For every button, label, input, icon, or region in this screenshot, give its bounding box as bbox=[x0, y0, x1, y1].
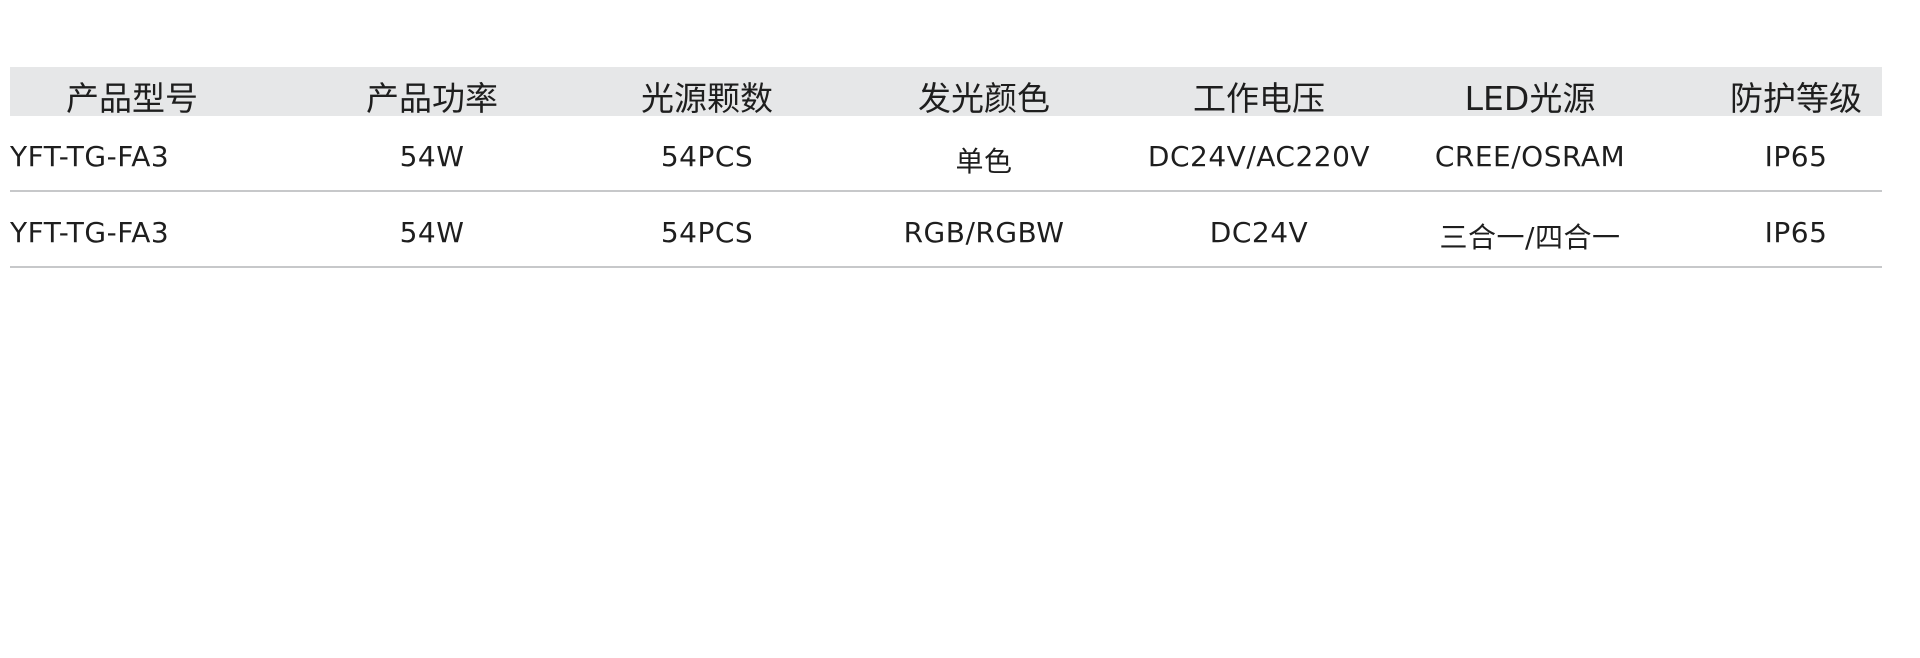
cell-color: RGB/RGBW bbox=[903, 216, 1065, 249]
spec-table: 产品型号 产品功率 光源颗数 发光颜色 工作电压 LED光源 防护等级 YFT-… bbox=[10, 67, 1882, 268]
cell-led-source: 三合一/四合一 bbox=[1439, 221, 1621, 254]
cell-voltage: DC24V/AC220V bbox=[1147, 140, 1371, 173]
table-header-row: 产品型号 产品功率 光源颗数 发光颜色 工作电压 LED光源 防护等级 bbox=[10, 67, 1882, 118]
cell-color: 单色 bbox=[955, 145, 1013, 178]
header-protection: 防护等级 bbox=[1730, 79, 1862, 118]
cell-model: YFT-TG-FA3 bbox=[10, 140, 170, 173]
cell-led-source: CREE/OSRAM bbox=[1434, 140, 1626, 173]
header-color: 发光颜色 bbox=[918, 79, 1050, 118]
cell-protection: IP65 bbox=[1764, 140, 1828, 173]
cell-led-count: 54PCS bbox=[660, 140, 754, 173]
cell-power: 54W bbox=[399, 140, 465, 173]
table-row: YFT-TG-FA3 54W 54PCS RGB/RGBW DC24V 三合一/… bbox=[10, 192, 1882, 268]
cell-led-count: 54PCS bbox=[660, 216, 754, 249]
header-model: 产品型号 bbox=[66, 79, 198, 118]
cell-model: YFT-TG-FA3 bbox=[10, 216, 170, 249]
header-led-count: 光源颗数 bbox=[641, 79, 773, 118]
header-power: 产品功率 bbox=[366, 79, 498, 118]
header-voltage: 工作电压 bbox=[1193, 79, 1325, 118]
table-row: YFT-TG-FA3 54W 54PCS 单色 DC24V/AC220V CRE… bbox=[10, 116, 1882, 192]
cell-protection: IP65 bbox=[1764, 216, 1828, 249]
cell-voltage: DC24V bbox=[1209, 216, 1309, 249]
header-led-source: LED光源 bbox=[1464, 79, 1596, 118]
cell-power: 54W bbox=[399, 216, 465, 249]
